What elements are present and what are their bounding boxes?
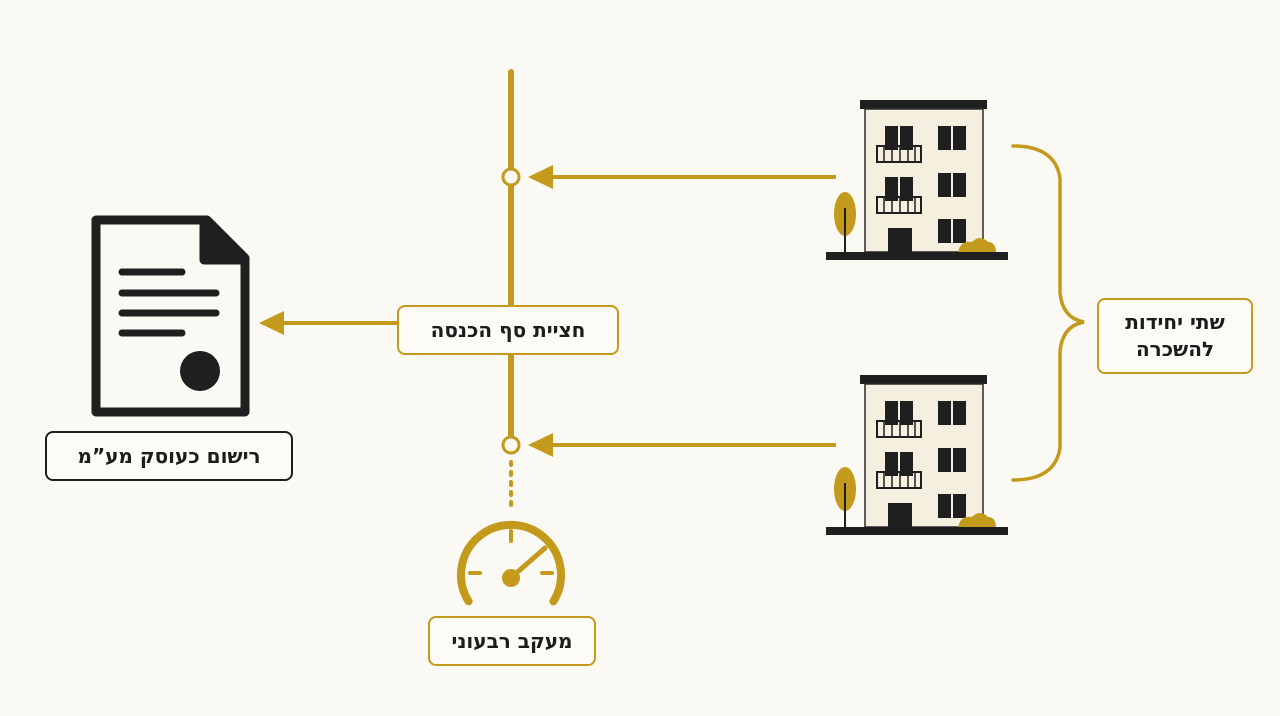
vat-registration-label: רישום כעוסק מע”מ: [45, 431, 293, 481]
grouping-bracket: [1011, 144, 1085, 482]
income-threshold-label: חציית סף הכנסה: [397, 305, 619, 355]
arrow-to-document: [259, 311, 397, 335]
arrow-bottom-building: [528, 433, 836, 457]
rental-units-label: שתי יחידות להשכרה: [1097, 298, 1253, 374]
quarterly-tracking-label: מעקב רבעוני: [428, 616, 596, 666]
timeline-node-bottom: [501, 435, 521, 455]
apartment-building-icon-bottom: [825, 374, 1009, 536]
arrow-top-building: [528, 165, 836, 189]
apartment-building-icon-top: [825, 99, 1009, 261]
timeline-node-top: [501, 167, 521, 187]
speedometer-gauge-icon: [457, 520, 565, 606]
document-with-seal-icon: [91, 215, 250, 417]
